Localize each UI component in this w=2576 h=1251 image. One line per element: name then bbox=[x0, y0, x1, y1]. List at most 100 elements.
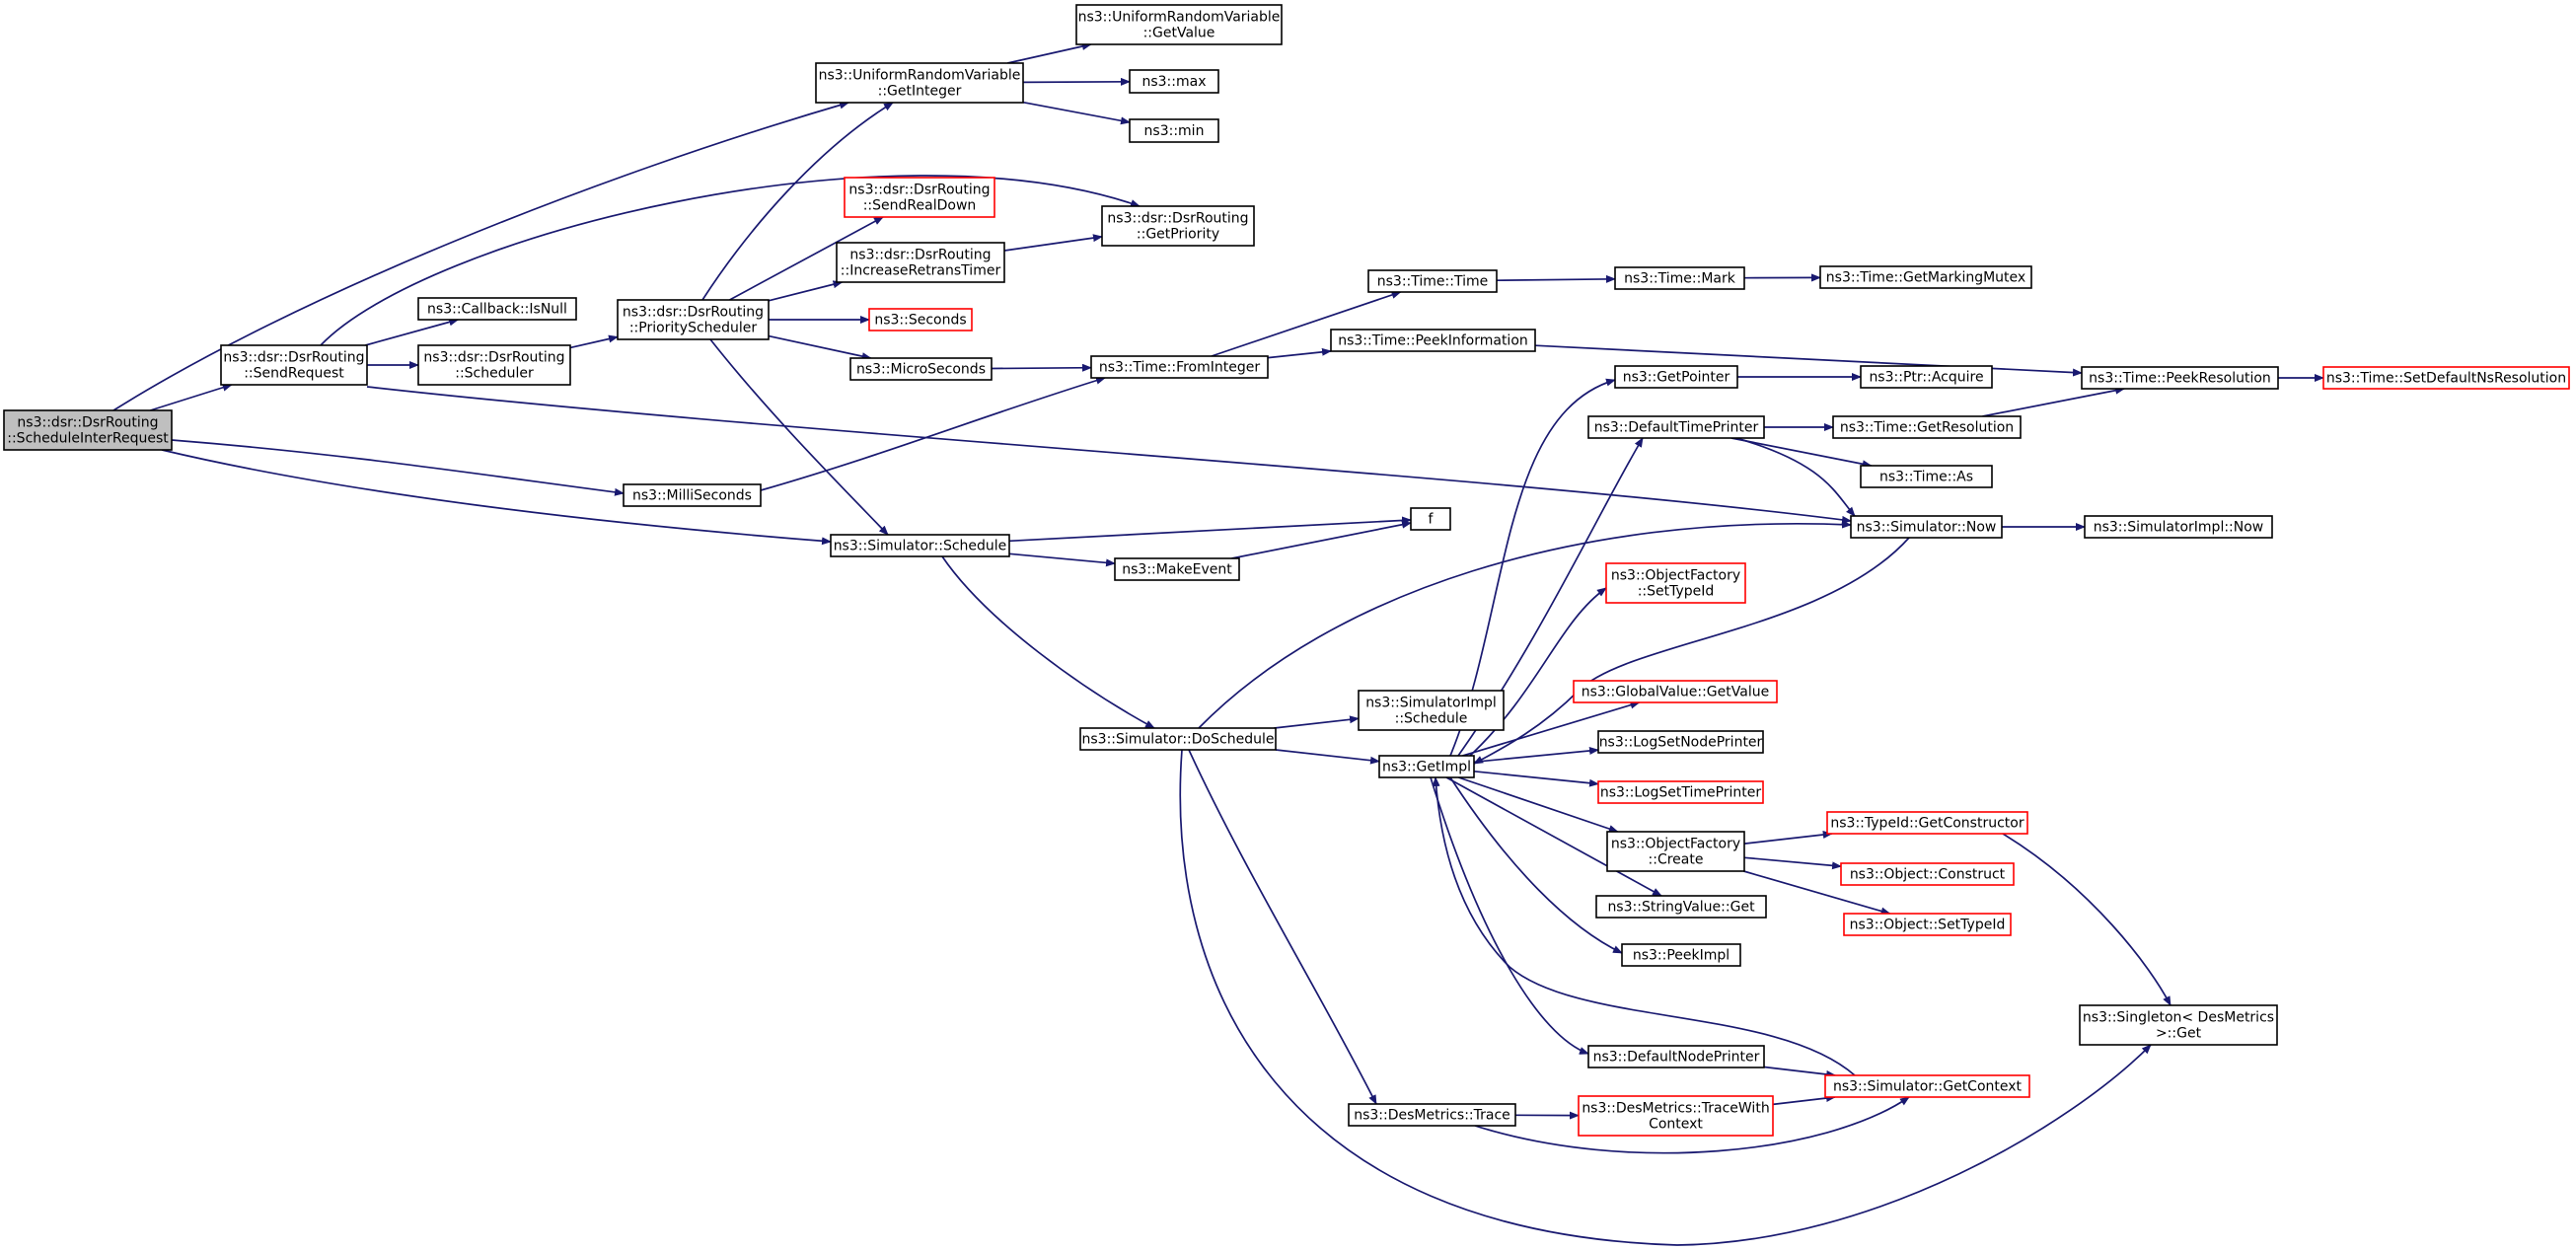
node-label: ns3::UniformRandomVariable bbox=[819, 68, 1021, 84]
node-object_construct[interactable]: ns3::Object::Construct bbox=[1840, 862, 2015, 886]
node-box bbox=[1587, 415, 1765, 439]
node-isnull[interactable]: ns3::Callback::IsNull bbox=[417, 297, 577, 321]
node-defaulttimeprinter[interactable]: ns3::DefaultTimePrinter bbox=[1587, 415, 1765, 439]
node-label: ::Scheduler bbox=[455, 366, 534, 382]
node-f[interactable]: f bbox=[1410, 507, 1451, 531]
node-setdefaultns[interactable]: ns3::Time::SetDefaultNsResolution bbox=[2322, 366, 2570, 390]
node-scheduler[interactable]: ns3::dsr::DsrRouting::Scheduler bbox=[417, 344, 571, 386]
node-label: ns3::Object::Construct bbox=[1850, 867, 2006, 883]
node-peekimpl[interactable]: ns3::PeekImpl bbox=[1621, 943, 1741, 967]
node-sendrequest[interactable]: ns3::dsr::DsrRouting::SendRequest bbox=[220, 344, 368, 386]
node-logsetnodeprinter[interactable]: ns3::LogSetNodePrinter bbox=[1597, 730, 1764, 754]
node-defaultnodeprinter[interactable]: ns3::DefaultNodePrinter bbox=[1587, 1045, 1765, 1068]
node-max[interactable]: ns3::max bbox=[1129, 69, 1219, 94]
node-label: ::PriorityScheduler bbox=[629, 321, 758, 336]
node-box bbox=[1819, 265, 2032, 289]
node-label: ::GetInteger bbox=[878, 84, 962, 100]
edge-getimpl-to-stringvalue_get bbox=[1445, 776, 1662, 897]
node-simimpl_now[interactable]: ns3::SimulatorImpl::Now bbox=[2084, 515, 2273, 539]
node-peekresolution[interactable]: ns3::Time::PeekResolution bbox=[2081, 366, 2279, 390]
node-ptr_acquire[interactable]: ns3::Ptr::Acquire bbox=[1860, 365, 1993, 389]
edge-time_time-to-time_mark bbox=[1496, 274, 1616, 283]
edge-defaultnodeprinter-to-getcontext bbox=[1763, 1066, 1837, 1078]
node-peekinformation[interactable]: ns3::Time::PeekInformation bbox=[1330, 329, 1536, 352]
edge-root-to-urv_getinteger bbox=[112, 101, 849, 411]
node-box bbox=[1075, 4, 1283, 45]
node-box bbox=[1367, 269, 1498, 293]
node-getcontext[interactable]: ns3::Simulator::GetContext bbox=[1824, 1074, 2030, 1098]
node-time_as[interactable]: ns3::Time::As bbox=[1860, 465, 1993, 488]
node-time_mark[interactable]: ns3::Time::Mark bbox=[1614, 266, 1745, 290]
node-microseconds[interactable]: ns3::MicroSeconds bbox=[849, 357, 993, 381]
edge-getimpl-to-logsettimeprinter bbox=[1473, 770, 1599, 787]
node-seconds[interactable]: ns3::Seconds bbox=[868, 308, 973, 331]
edge-objfactory_create-to-object_settypeid bbox=[1743, 870, 1891, 916]
node-box bbox=[1090, 355, 1269, 379]
node-box bbox=[1824, 1074, 2030, 1098]
node-time_time[interactable]: ns3::Time::Time bbox=[1367, 269, 1498, 293]
edge-sendrequest-to-getpriority bbox=[320, 175, 1141, 346]
node-sendrealdown[interactable]: ns3::dsr::DsrRouting::SendRealDown bbox=[844, 177, 995, 218]
node-objfactory_settypeid[interactable]: ns3::ObjectFactory::SetTypeId bbox=[1605, 562, 1746, 604]
node-box bbox=[2084, 515, 2273, 539]
node-label: ns3::Time::Mark bbox=[1624, 271, 1736, 287]
node-label: ns3::Time::Time bbox=[1377, 274, 1488, 290]
edge-doschedule-to-getimpl bbox=[1275, 749, 1380, 765]
edge-frominteger-to-peekinformation bbox=[1267, 347, 1332, 359]
node-milliseconds[interactable]: ns3::MilliSeconds bbox=[623, 483, 762, 507]
node-sim_now[interactable]: ns3::Simulator::Now bbox=[1850, 515, 2003, 539]
node-urv_getinteger[interactable]: ns3::UniformRandomVariable::GetInteger bbox=[815, 62, 1024, 104]
edge-objfactory_create-to-object_construct bbox=[1743, 856, 1842, 870]
node-desmetrics_trace[interactable]: ns3::DesMetrics::Trace bbox=[1348, 1103, 1516, 1127]
node-getpointer[interactable]: ns3::GetPointer bbox=[1614, 365, 1738, 389]
node-box bbox=[417, 297, 577, 321]
node-label: ns3::LogSetNodePrinter bbox=[1599, 735, 1763, 751]
node-simimpl_schedule[interactable]: ns3::SimulatorImpl::Schedule bbox=[1358, 690, 1505, 731]
node-typeid_getconstructor[interactable]: ns3::TypeId::GetConstructor bbox=[1826, 811, 2028, 835]
node-schedule[interactable]: ns3::Simulator::Schedule bbox=[830, 534, 1010, 557]
node-label: ns3::GlobalValue::GetValue bbox=[1582, 685, 1769, 700]
node-doschedule[interactable]: ns3::Simulator::DoSchedule bbox=[1079, 727, 1277, 751]
node-label: ns3::Simulator::Schedule bbox=[834, 539, 1007, 554]
node-label: ::Schedule bbox=[1395, 711, 1468, 727]
node-stringvalue_get[interactable]: ns3::StringValue::Get bbox=[1595, 895, 1767, 919]
node-getmarkingmutex[interactable]: ns3::Time::GetMarkingMutex bbox=[1819, 265, 2032, 289]
node-label: ns3::Seconds bbox=[874, 313, 966, 329]
edge-priorityscheduler-to-microseconds bbox=[768, 334, 872, 361]
edge-doschedule-to-desmetrics_trace bbox=[1188, 749, 1377, 1105]
node-frominteger[interactable]: ns3::Time::FromInteger bbox=[1090, 355, 1269, 379]
node-box bbox=[836, 242, 1005, 283]
node-increaseretrans[interactable]: ns3::dsr::DsrRouting::IncreaseRetransTim… bbox=[836, 242, 1005, 283]
edge-milliseconds-to-frominteger bbox=[760, 376, 1106, 491]
node-objfactory_create[interactable]: ns3::ObjectFactory::Create bbox=[1606, 831, 1745, 872]
node-label: ::Create bbox=[1649, 852, 1704, 868]
node-label: ns3::min bbox=[1144, 123, 1205, 139]
node-object_settypeid[interactable]: ns3::Object::SetTypeId bbox=[1843, 913, 2012, 936]
node-priorityscheduler[interactable]: ns3::dsr::DsrRouting::PriorityScheduler bbox=[617, 299, 770, 340]
node-urv_getvalue[interactable]: ns3::UniformRandomVariable::GetValue bbox=[1075, 4, 1283, 45]
node-getimpl[interactable]: ns3::GetImpl bbox=[1378, 755, 1475, 778]
edge-doschedule-to-sim_now bbox=[1198, 520, 1852, 729]
node-label: ns3::Simulator::Now bbox=[1857, 520, 1997, 536]
node-label: ::SetTypeId bbox=[1638, 584, 1715, 600]
edge-urv_getinteger-to-urv_getvalue bbox=[1007, 42, 1092, 64]
node-min[interactable]: ns3::min bbox=[1129, 118, 1219, 143]
node-label: ns3::Simulator::GetContext bbox=[1833, 1079, 2023, 1095]
node-root[interactable]: ns3::dsr::DsrRouting::ScheduleInterReque… bbox=[3, 409, 173, 451]
node-label: ns3::dsr::DsrRouting bbox=[623, 305, 764, 321]
node-getpriority[interactable]: ns3::dsr::DsrRouting::GetPriority bbox=[1101, 205, 1255, 247]
edge-getimpl-to-logsetnodeprinter bbox=[1473, 746, 1599, 764]
node-label: ns3::SimulatorImpl::Now bbox=[2094, 520, 2264, 536]
edge-sendrequest-to-sim_now bbox=[366, 386, 1852, 524]
node-label: ns3::Time::FromInteger bbox=[1099, 360, 1260, 376]
node-box bbox=[3, 409, 173, 451]
node-label: ns3::DesMetrics::TraceWith bbox=[1582, 1101, 1769, 1117]
node-label: ns3::dsr::DsrRouting bbox=[848, 183, 990, 198]
node-singleton_get[interactable]: ns3::Singleton< DesMetrics>::Get bbox=[2079, 1004, 2278, 1046]
node-label: ns3::Ptr::Acquire bbox=[1869, 370, 1983, 386]
node-globalvalue_getvalue[interactable]: ns3::GlobalValue::GetValue bbox=[1573, 680, 1778, 703]
node-logsettimeprinter[interactable]: ns3::LogSetTimePrinter bbox=[1597, 780, 1764, 804]
node-getresolution[interactable]: ns3::Time::GetResolution bbox=[1832, 415, 2022, 439]
node-makeevent[interactable]: ns3::MakeEvent bbox=[1114, 557, 1240, 581]
